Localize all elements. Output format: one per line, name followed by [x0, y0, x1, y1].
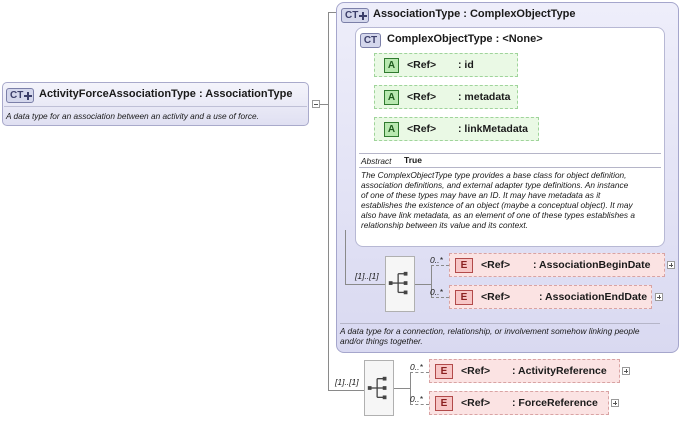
- root-ct-badge: CT: [6, 88, 34, 103]
- root-type-title: ActivityForceAssociationType : Associati…: [39, 88, 293, 100]
- association-sequence-compositor[interactable]: [385, 256, 415, 312]
- element-name: : AssociationBeginDate: [533, 259, 651, 271]
- plus-icon: [24, 92, 32, 100]
- element-badge: E: [455, 290, 473, 305]
- complex-object-divider-2: [359, 167, 661, 168]
- association-divider: [340, 323, 660, 324]
- element-cardinality: 0..*: [430, 255, 443, 265]
- connector: [394, 388, 410, 389]
- attribute-ref: <Ref>: [407, 59, 437, 71]
- element-expander[interactable]: [622, 367, 630, 375]
- attribute-name: : metadata: [458, 91, 511, 103]
- connector: [410, 404, 429, 405]
- element-name: : AssociationEndDate: [539, 291, 648, 303]
- root-sequence-compositor[interactable]: [364, 360, 394, 416]
- connector: [345, 284, 385, 285]
- complex-object-description: The ComplexObjectType type provides a ba…: [361, 170, 635, 230]
- element-ref: <Ref>: [481, 259, 511, 271]
- element-cardinality: 0..*: [430, 287, 443, 297]
- element-ref: <Ref>: [461, 365, 491, 377]
- sequence-icon: [367, 376, 387, 400]
- root-ct-label: CT: [10, 90, 24, 101]
- connector: [328, 12, 337, 13]
- abstract-label: Abstract: [361, 156, 392, 166]
- association-ct-label: CT: [345, 10, 359, 21]
- connector: [320, 104, 328, 105]
- complex-object-type-title: ComplexObjectType : <None>: [387, 33, 543, 45]
- element-name: : ActivityReference: [512, 365, 607, 377]
- element-expander[interactable]: [667, 261, 675, 269]
- attribute-ref: <Ref>: [407, 91, 437, 103]
- element-cardinality: 0..*: [410, 362, 423, 372]
- complex-object-ct-badge: CT: [360, 33, 381, 48]
- element-name: : ForceReference: [512, 397, 598, 409]
- attribute-id[interactable]: A <Ref> : id: [374, 53, 518, 77]
- connector: [431, 297, 449, 298]
- sequence-icon: [388, 271, 408, 295]
- root-type-divider: [4, 106, 307, 107]
- root-expander[interactable]: [312, 100, 320, 108]
- connector: [410, 372, 429, 373]
- element-ref: <Ref>: [461, 397, 491, 409]
- association-sequence-cardinality: [1]..[1]: [355, 271, 379, 281]
- attribute-badge: A: [384, 90, 399, 105]
- element-cardinality: 0..*: [410, 394, 423, 404]
- element-expander[interactable]: [611, 399, 619, 407]
- association-ct-badge: CT: [341, 8, 369, 23]
- attribute-badge: A: [384, 58, 399, 73]
- connector: [431, 265, 449, 266]
- complex-object-divider: [359, 153, 661, 154]
- connector: [328, 12, 329, 390]
- element-badge: E: [455, 258, 473, 273]
- connector: [345, 230, 346, 284]
- root-sequence-cardinality: [1]..[1]: [335, 377, 359, 387]
- element-badge: E: [435, 396, 453, 411]
- element-badge: E: [435, 364, 453, 379]
- association-description: A data type for a connection, relationsh…: [340, 326, 640, 346]
- element-ref: <Ref>: [481, 291, 511, 303]
- connector: [410, 372, 411, 404]
- association-type-title: AssociationType : ComplexObjectType: [373, 8, 576, 20]
- element-association-end-date[interactable]: E <Ref> : AssociationEndDate: [449, 285, 652, 309]
- connector: [415, 284, 431, 285]
- attribute-metadata[interactable]: A <Ref> : metadata: [374, 85, 518, 109]
- root-type-description: A data type for an association between a…: [6, 111, 259, 121]
- element-activity-reference[interactable]: E <Ref> : ActivityReference: [429, 359, 620, 383]
- element-expander[interactable]: [655, 293, 663, 301]
- attribute-link-metadata[interactable]: A <Ref> : linkMetadata: [374, 117, 539, 141]
- complex-object-ct-label: CT: [363, 35, 378, 46]
- connector: [431, 265, 432, 297]
- attribute-ref: <Ref>: [407, 123, 437, 135]
- attribute-name: : id: [458, 59, 474, 71]
- root-type-box[interactable]: [2, 82, 309, 126]
- abstract-value: True: [404, 155, 422, 165]
- plus-icon: [359, 12, 367, 20]
- attribute-name: : linkMetadata: [458, 123, 529, 135]
- connector: [328, 390, 364, 391]
- element-force-reference[interactable]: E <Ref> : ForceReference: [429, 391, 609, 415]
- element-association-begin-date[interactable]: E <Ref> : AssociationBeginDate: [449, 253, 665, 277]
- attribute-badge: A: [384, 122, 399, 137]
